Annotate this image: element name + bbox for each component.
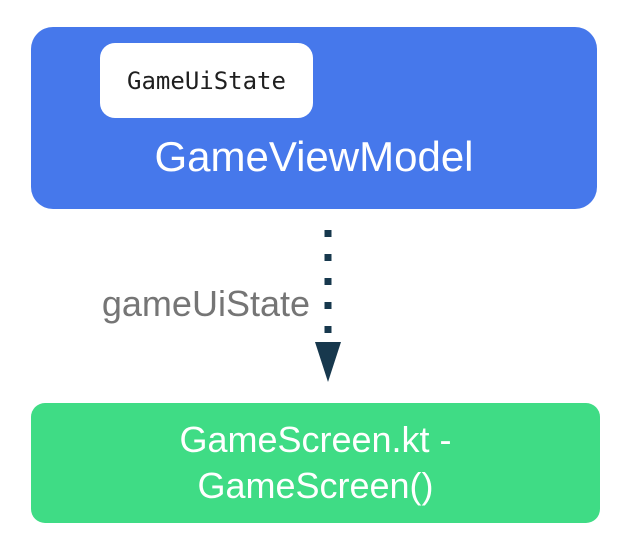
arrow-dot: [324, 254, 332, 261]
arrow-dot: [324, 278, 332, 285]
arrow-dot: [324, 230, 332, 237]
gameuistate-flow-label: gameUiState: [101, 283, 310, 324]
gameviewmodel-label-wrap: GameViewModel: [31, 112, 597, 202]
arrow-head-icon: [315, 342, 341, 382]
dataflow-arrow-icon: [315, 230, 341, 382]
gameviewmodel-label: GameViewModel: [154, 133, 474, 180]
gamescreen-label: GameScreen.kt - GameScreen(): [179, 419, 452, 506]
arrow-dot: [324, 302, 332, 309]
gameuistate-chip: GameUiState: [100, 43, 313, 118]
gameviewmodel-box: GameUiState GameViewModel: [31, 27, 597, 209]
gamescreen-box: GameScreen.kt - GameScreen(): [31, 403, 600, 523]
gameuistate-chip-label: GameUiState: [127, 66, 286, 95]
arrow-dot: [324, 326, 332, 333]
